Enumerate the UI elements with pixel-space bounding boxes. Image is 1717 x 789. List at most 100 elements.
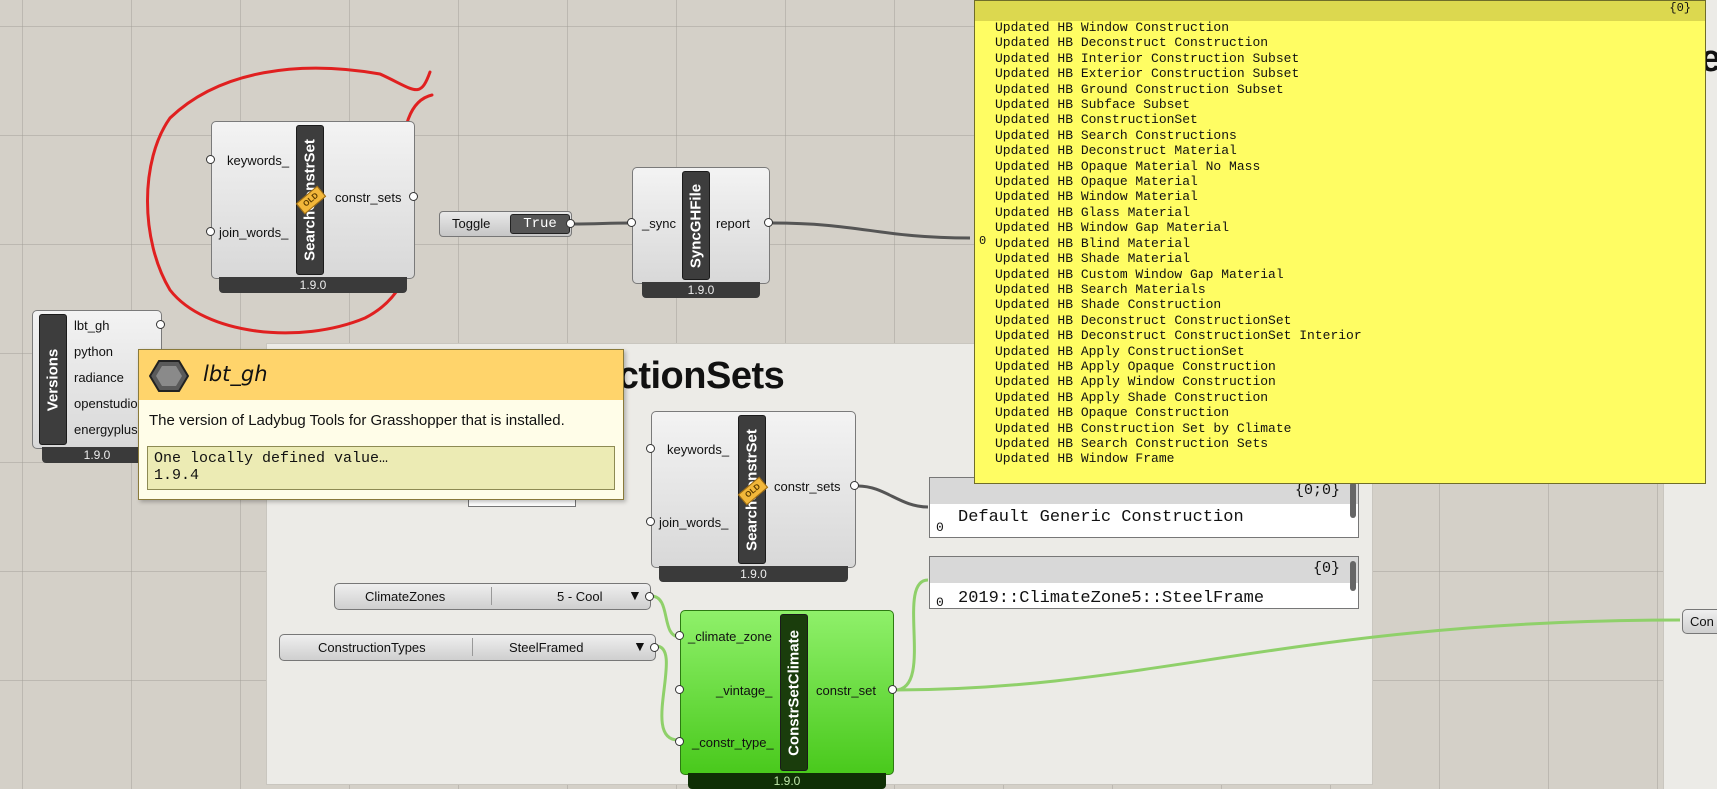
- output-port[interactable]: [566, 219, 575, 228]
- input-join-words[interactable]: join_words_: [219, 225, 289, 240]
- toggle-value[interactable]: True: [510, 214, 570, 234]
- report-line: Updated HB Search Constructions: [995, 127, 1237, 143]
- input-port[interactable]: [206, 227, 215, 236]
- input-port[interactable]: [675, 737, 684, 746]
- report-line: Updated HB Deconstruct Material: [995, 143, 1237, 159]
- toggle-label: Toggle: [452, 216, 491, 231]
- value-list-name: ClimateZones: [365, 589, 446, 604]
- input-port[interactable]: [675, 685, 684, 694]
- input-keywords[interactable]: keywords_: [227, 153, 290, 168]
- report-line: Updated HB Interior Construction Subset: [995, 50, 1300, 66]
- constr-set-climate-component[interactable]: ConstrSetClimate _climate_zone _vintage_…: [675, 610, 897, 789]
- input-port[interactable]: [646, 444, 655, 453]
- report-line: Updated HB Apply Opaque Construction: [995, 358, 1276, 374]
- output-python[interactable]: python: [74, 344, 114, 359]
- version-label: 1.9.0: [688, 773, 886, 789]
- panel-climate-constr-set[interactable]: {0} 2019::ClimateZone5::SteelFrame 0: [929, 556, 1359, 610]
- report-line: Updated HB Apply Window Construction: [995, 374, 1276, 390]
- panel-row-index: 0: [936, 595, 944, 610]
- output-energyplus[interactable]: energyplus: [74, 422, 138, 437]
- input-keywords[interactable]: keywords_: [667, 442, 730, 457]
- output-lbt-gh[interactable]: lbt_gh: [74, 318, 110, 333]
- report-line: Updated HB Window Frame: [995, 451, 1175, 467]
- output-port[interactable]: [650, 643, 659, 652]
- report-line: Updated HB Deconstruct ConstructionSet I…: [995, 328, 1362, 344]
- report-line: Updated HB Construction Set by Climate: [995, 420, 1292, 436]
- value-list-selected[interactable]: 5 - Cool: [557, 589, 603, 604]
- tooltip-title: lbt_gh: [203, 362, 268, 386]
- value-list-selected[interactable]: SteelFramed: [509, 640, 584, 655]
- report-row-index: 0: [979, 234, 987, 248]
- panel-constr-set-names[interactable]: {0;0} Default Generic Construction 0: [929, 477, 1359, 538]
- wire-climate-stub: [894, 618, 1681, 692]
- output-port[interactable]: [156, 320, 165, 329]
- input-port[interactable]: [206, 155, 215, 164]
- output-constr-set[interactable]: constr_set: [816, 683, 876, 698]
- output-constr-sets[interactable]: constr_sets: [774, 479, 841, 494]
- input-constr-type[interactable]: _constr_type_: [692, 735, 774, 750]
- component-nickname-bar: SyncGHFile: [682, 171, 710, 280]
- report-line: Updated HB Subface Subset: [995, 97, 1191, 113]
- report-line: Updated HB Opaque Material: [995, 174, 1198, 190]
- input-port[interactable]: [675, 631, 684, 640]
- report-line: Updated HB Shade Construction: [995, 297, 1222, 313]
- report-line: Updated HB ConstructionSet: [995, 112, 1198, 128]
- version-label: 1.9.0: [42, 447, 152, 463]
- group-title: uctionSets: [595, 355, 785, 397]
- panel-scrollbar[interactable]: [1350, 482, 1356, 518]
- output-openstudio[interactable]: openstudio: [74, 396, 138, 411]
- component-nickname-bar: ConstrSetClimate: [780, 614, 808, 771]
- output-port[interactable]: [645, 592, 654, 601]
- report-line: Updated HB Deconstruct Construction: [995, 35, 1269, 51]
- offscreen-component-stub[interactable]: Con: [1682, 609, 1717, 634]
- input-port[interactable]: [627, 218, 636, 227]
- dropdown-arrow-icon[interactable]: ▼: [633, 638, 647, 654]
- tooltip-value: 1.9.4: [154, 467, 200, 484]
- tooltip-value-summary: One locally defined value…: [154, 450, 389, 467]
- output-port[interactable]: [888, 685, 897, 694]
- parameter-tooltip: lbt_gh The version of Ladybug Tools for …: [138, 349, 624, 500]
- report-line: Updated HB Custom Window Gap Material: [995, 266, 1284, 282]
- report-line: Updated HB Opaque Construction: [995, 405, 1230, 421]
- output-constr-sets[interactable]: constr_sets: [335, 190, 402, 205]
- construction-types-value-list[interactable]: ConstructionTypes SteelFramed ▼: [279, 634, 659, 661]
- tooltip-value-box: One locally defined value… 1.9.4: [147, 446, 615, 490]
- input-sync[interactable]: _sync: [642, 216, 676, 231]
- report-line: Updated HB Apply Shade Construction: [995, 389, 1269, 405]
- panel-row-index: 0: [936, 520, 944, 535]
- report-line: Updated HB Shade Material: [995, 251, 1191, 267]
- output-port[interactable]: [764, 218, 773, 227]
- search-constr-set-component[interactable]: SearchConstrSet OLD keywords_ join_words…: [206, 121, 418, 293]
- wire-climate-panel: [894, 578, 929, 692]
- input-vintage[interactable]: _vintage_: [716, 683, 773, 698]
- component-nickname-bar: Versions: [39, 314, 67, 445]
- report-line: Updated HB Blind Material: [995, 235, 1191, 251]
- input-panel-stub[interactable]: [468, 496, 576, 507]
- climate-zones-value-list[interactable]: ClimateZones 5 - Cool ▼: [334, 583, 654, 610]
- input-climate-zone[interactable]: _climate_zone: [688, 629, 772, 644]
- output-port[interactable]: [409, 192, 418, 201]
- report-line: Updated HB Window Construction: [995, 20, 1230, 35]
- wire-sync-report: [771, 221, 971, 240]
- input-port[interactable]: [646, 517, 655, 526]
- output-port[interactable]: [850, 481, 859, 490]
- search-constr-set-component[interactable]: SearchConstrSet OLD keywords_ join_words…: [646, 411, 859, 582]
- sync-gh-file-component[interactable]: SyncGHFile _sync report 1.9.0: [627, 167, 773, 298]
- dropdown-arrow-icon[interactable]: ▼: [628, 587, 642, 603]
- wire-construction-types: [655, 644, 679, 742]
- output-radiance[interactable]: radiance: [74, 370, 124, 385]
- boolean-toggle[interactable]: Toggle True: [439, 211, 575, 237]
- input-join-words[interactable]: join_words_: [659, 515, 729, 530]
- tooltip-description: The version of Ladybug Tools for Grassho…: [149, 412, 565, 429]
- panel-scrollbar[interactable]: [1350, 561, 1356, 591]
- wire-climate-zones: [650, 594, 681, 639]
- version-label: 1.9.0: [219, 277, 407, 293]
- report-line: Updated HB Glass Material: [995, 204, 1191, 220]
- panel-value: 2019::ClimateZone5::SteelFrame: [958, 589, 1265, 608]
- version-label: 1.9.0: [659, 566, 848, 582]
- output-report[interactable]: report: [716, 216, 750, 231]
- hexagon-parameter-icon: [148, 359, 190, 396]
- value-list-name: ConstructionTypes: [318, 640, 426, 655]
